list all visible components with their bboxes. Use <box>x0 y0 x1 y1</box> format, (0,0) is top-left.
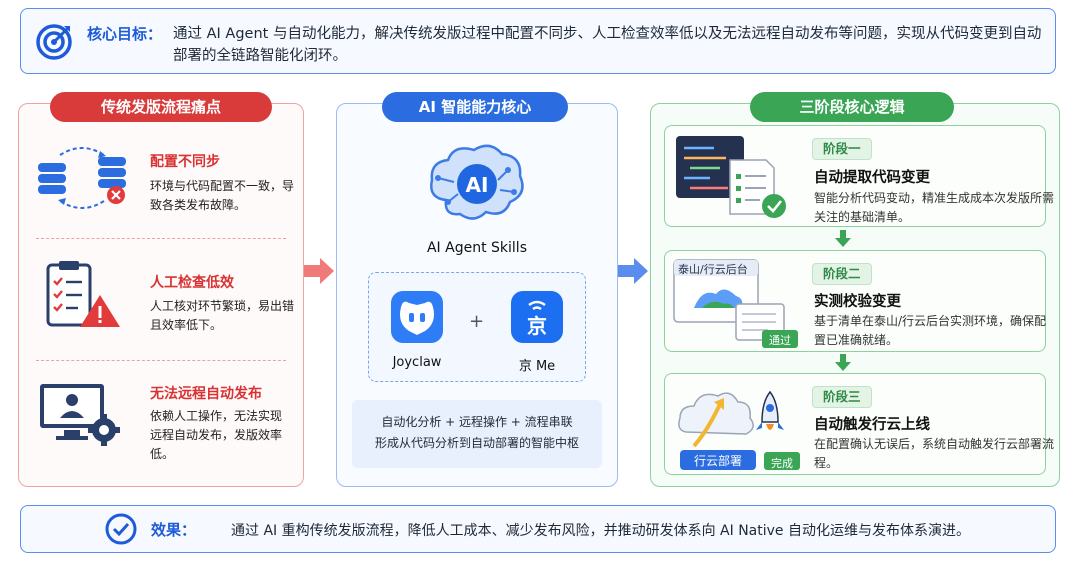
stage-1-tag: 阶段一 <box>812 138 872 160</box>
plus-sign: + <box>469 311 485 332</box>
tools-box: Joyclaw + 京 京 Me <box>368 272 586 382</box>
effect-banner: 效果： 通过 AI 重构传统发版流程，降低人工成本、减少发布风险，并推动研发体系… <box>20 505 1056 553</box>
check-circle-icon <box>105 513 137 545</box>
stage-2-tag: 阶段二 <box>812 263 872 285</box>
pain-desc-config: 环境与代码配置不一致，导致各类发布故障。 <box>150 179 295 212</box>
goal-text: 通过 AI Agent 与自动化能力，解决传统发版过程中配置不同步、人工检查效率… <box>173 26 1042 64</box>
deploy-label: 行云部署 <box>693 454 742 468</box>
ai-agent-skills-label: AI Agent Skills <box>426 240 527 256</box>
joyclaw-icon <box>391 291 443 343</box>
summary-line-1: 自动化分析 + 远程操作 + 流程串联 <box>381 415 573 429</box>
pass-badge: 通过 <box>769 334 791 347</box>
stage-1-desc: 智能分析代码变动，精准生成成本次发版所需关注的基础清单。 <box>814 191 1055 224</box>
jingme-glyph: 京 <box>527 314 547 338</box>
stage-1-title: 自动提取代码变更 <box>814 170 930 186</box>
jingme-label: 京 Me <box>518 359 556 374</box>
platform-screen-label: 泰山/行云后台 <box>678 263 748 276</box>
stage-3-desc: 在配置确认无误后，系统自动触发行云部署流程。 <box>814 437 1055 470</box>
jingme-icon: 京 <box>511 291 563 343</box>
core-goal-banner: 核心目标： 通过 AI Agent 与自动化能力，解决传统发版过程中配置不同步、… <box>20 8 1056 74</box>
done-badge: 完成 <box>771 457 793 470</box>
three-stage-title: 三阶段核心逻辑 <box>750 92 954 122</box>
database-sync-icon <box>38 147 126 209</box>
divider <box>36 238 286 239</box>
effect-text: 通过 AI 重构传统发版流程，降低人工成本、减少发布风险，并推动研发体系向 AI… <box>231 523 970 539</box>
arrow-down-icon <box>835 354 851 371</box>
core-summary-box: 自动化分析 + 远程操作 + 流程串联 形成从代码分析到自动部署的智能中枢 <box>352 400 602 468</box>
code-document-check-icon <box>676 136 786 218</box>
arrow-right-icon <box>618 258 648 284</box>
platform-screen-icon <box>673 259 798 348</box>
effect-label: 效果： <box>151 521 197 539</box>
goal-label: 核心目标： <box>87 25 163 43</box>
cloud-deploy-rocket-icon <box>678 390 800 470</box>
stage-2-title: 实测校验变更 <box>814 294 901 310</box>
joyclaw-label: Joyclaw <box>392 355 442 370</box>
stage-2-desc: 基于清单在泰山/行云后台实测环境，确保配置已准确就绪。 <box>814 314 1047 347</box>
ai-brain-text: AI <box>466 173 489 197</box>
target-icon <box>36 24 72 60</box>
pain-title-check: 人工检查低效 <box>150 275 234 291</box>
ai-core-title: AI 智能能力核心 <box>382 92 568 122</box>
arrow-down-icon <box>835 230 851 247</box>
stage-3-title: 自动触发行云上线 <box>814 417 930 433</box>
pain-title-config: 配置不同步 <box>150 154 220 170</box>
monitor-user-gear-icon <box>40 384 120 446</box>
pain-desc-check: 人工核对环节繁琐，易出错且效率低下。 <box>150 299 295 332</box>
ai-brain-icon: AI <box>430 144 524 220</box>
pain-title-remote: 无法远程自动发布 <box>150 386 262 402</box>
stage-3-tag: 阶段三 <box>812 386 872 408</box>
pain-desc-remote: 依赖人工操作，无法实现远程自动发布，发版效率低。 <box>150 409 283 461</box>
summary-line-2: 形成从代码分析到自动部署的智能中枢 <box>374 436 579 450</box>
divider <box>36 360 286 361</box>
pain-points-title: 传统发版流程痛点 <box>50 92 272 122</box>
checklist-warning-icon <box>46 261 120 327</box>
arrow-right-icon <box>304 258 334 284</box>
